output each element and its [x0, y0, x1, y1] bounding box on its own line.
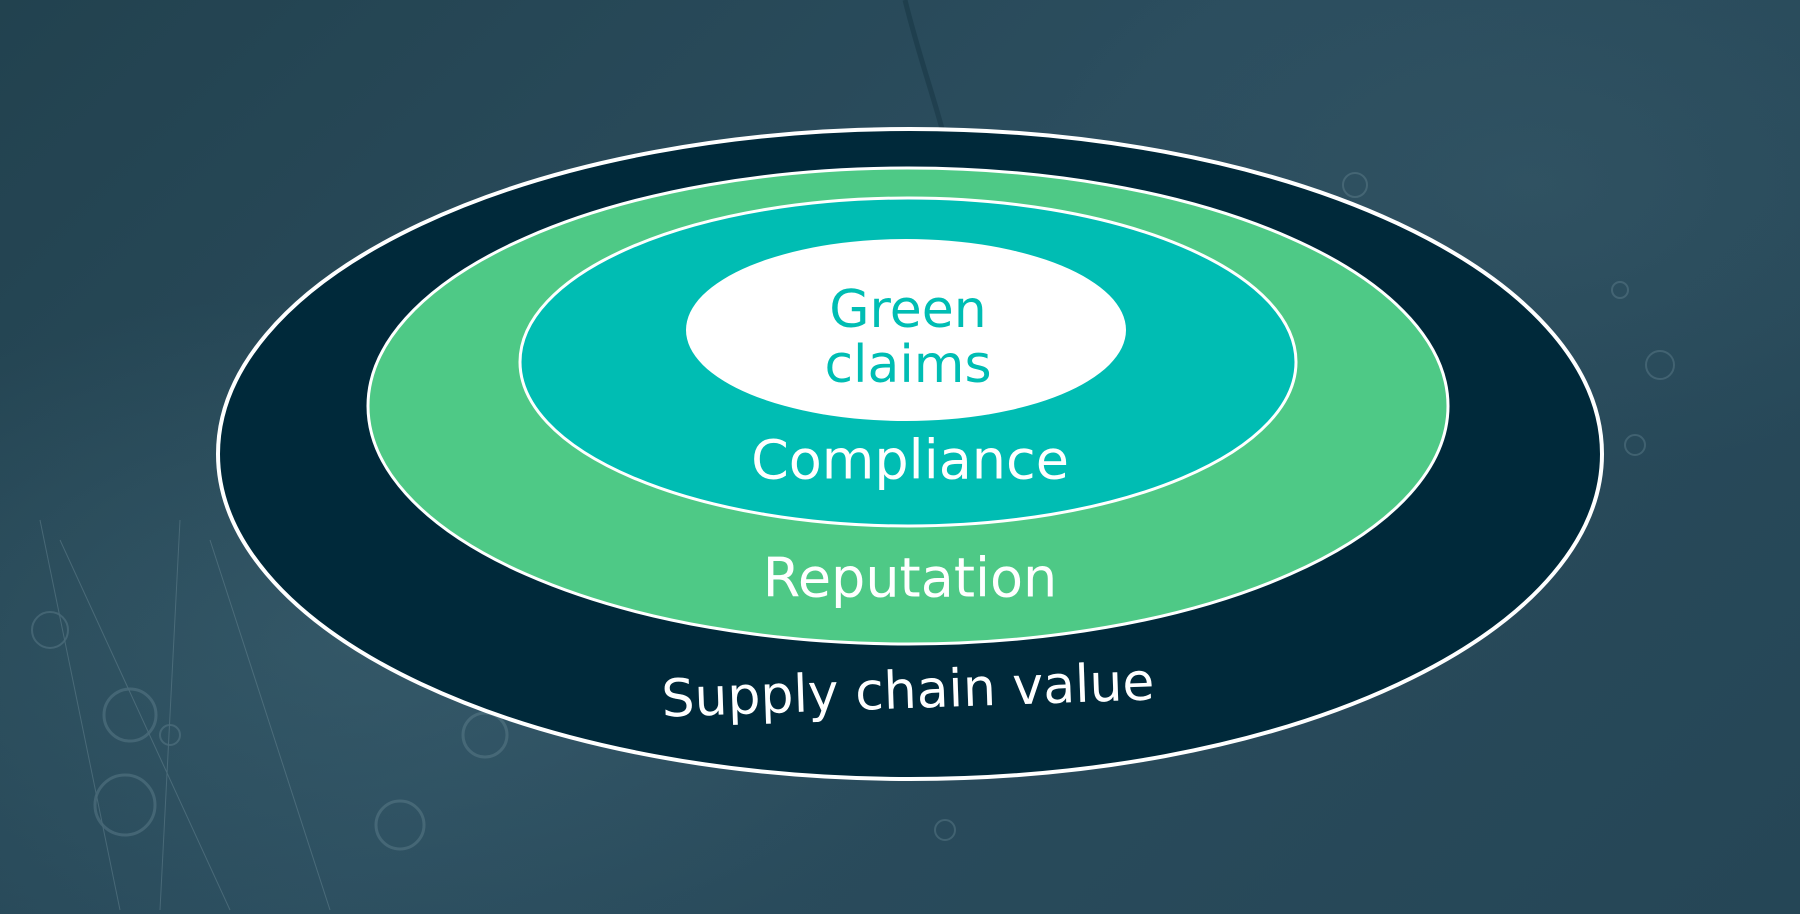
label-green-claims-line2: claims: [824, 335, 991, 395]
label-compliance: Compliance: [751, 429, 1069, 492]
label-reputation: Reputation: [763, 547, 1058, 610]
ring-green-claims: [686, 239, 1126, 421]
label-green-claims-line1: Green: [829, 280, 986, 340]
background-droplets: [31, 0, 1675, 911]
